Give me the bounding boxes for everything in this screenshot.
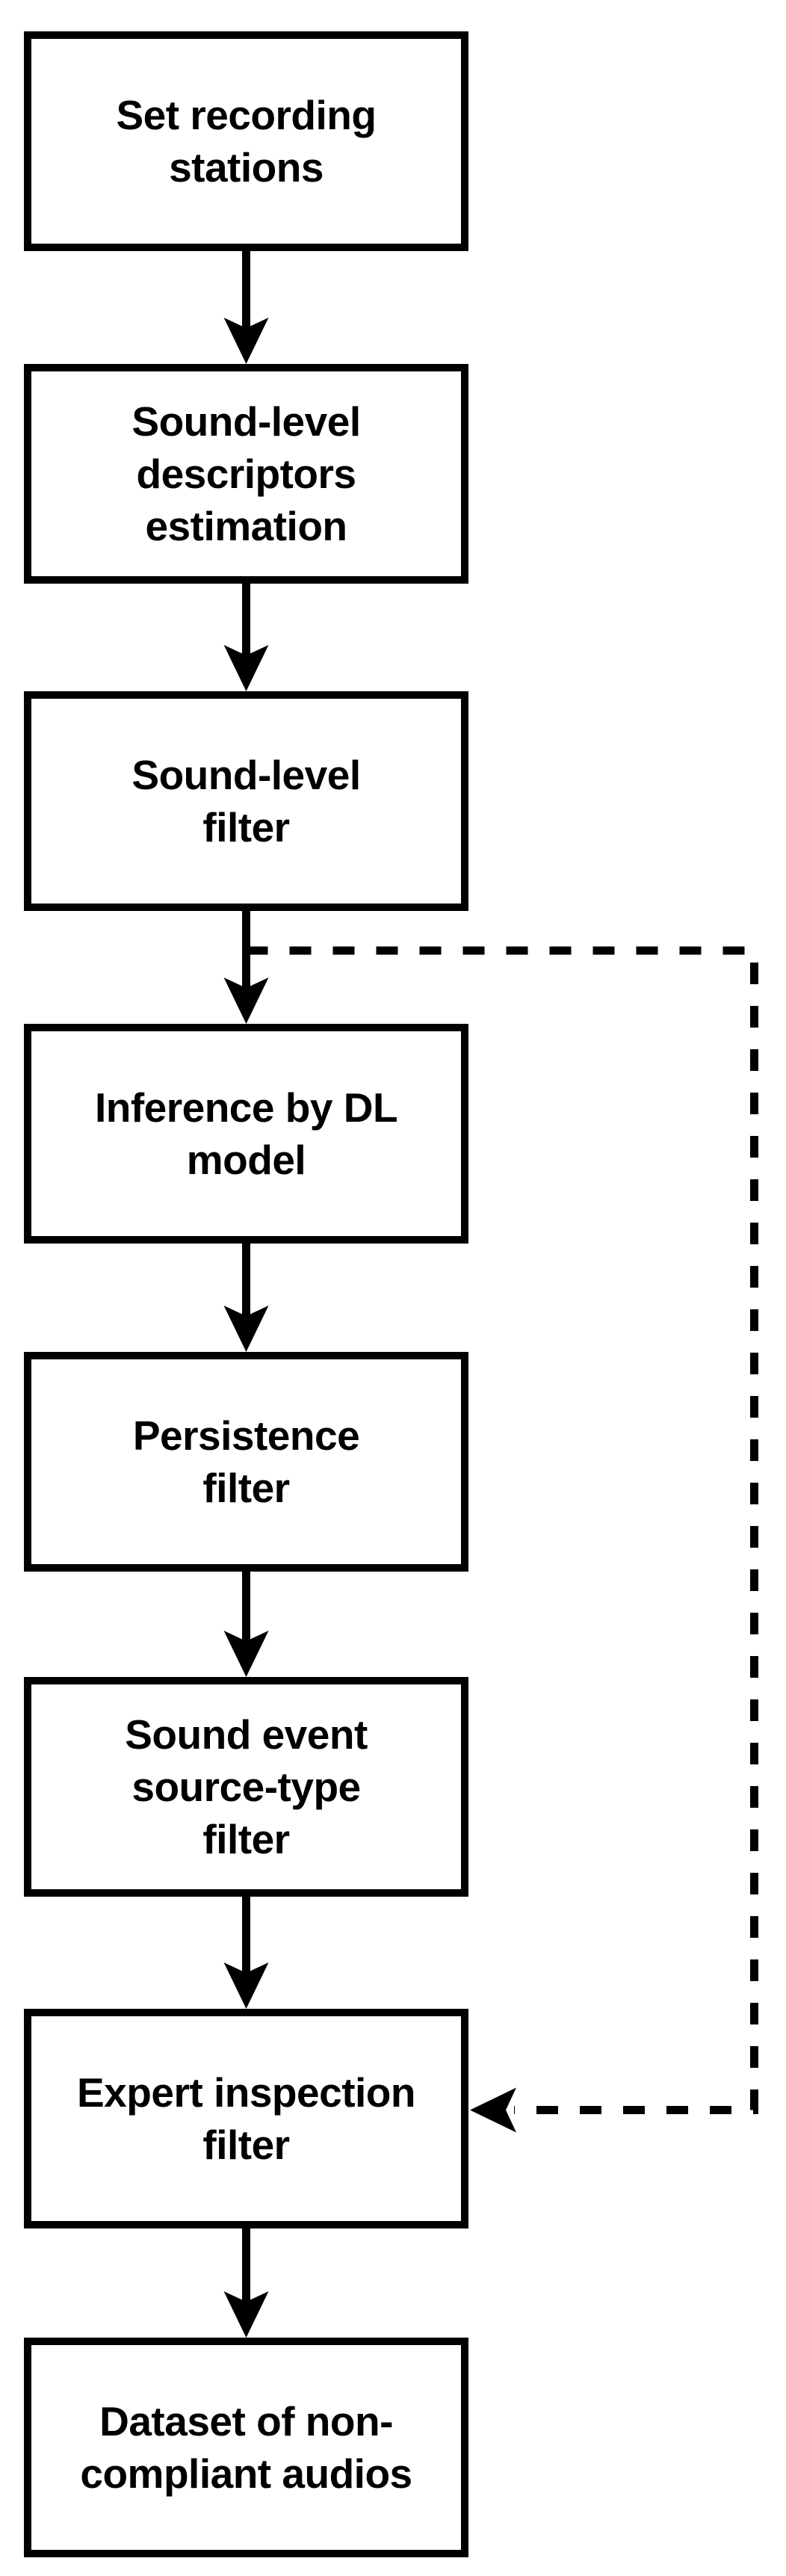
flow-arrow-7-head-icon	[223, 2291, 269, 2338]
flow-arrow-2-head-icon	[223, 645, 269, 691]
node-sound-level-filter: Sound-level filter	[24, 691, 468, 911]
node-persistence-filter: Persistence filter	[24, 1352, 468, 1572]
feedback-dashed-line	[246, 946, 758, 2114]
node-set-recording-stations: Set recording stations	[24, 31, 468, 251]
flow-arrow-1-head-icon	[223, 318, 269, 364]
feedback-arrowhead-icon	[470, 2087, 516, 2133]
flow-arrow-6-head-icon	[223, 1962, 269, 2009]
node-expert-inspection-filter: Expert inspection filter	[24, 2009, 468, 2228]
flow-arrow-3-head-icon	[223, 977, 269, 1024]
flow-arrow-5-head-icon	[223, 1631, 269, 1677]
node-inference-by-dl-model: Inference by DL model	[24, 1024, 468, 1244]
node-sound-level-descriptors-estimation: Sound-level descriptors estimation	[24, 364, 468, 584]
flow-arrow-4-head-icon	[223, 1306, 269, 1352]
node-dataset-of-non-compliant-audios: Dataset of non- compliant audios	[24, 2338, 468, 2557]
node-sound-event-source-type-filter: Sound event source-type filter	[24, 1677, 468, 1897]
